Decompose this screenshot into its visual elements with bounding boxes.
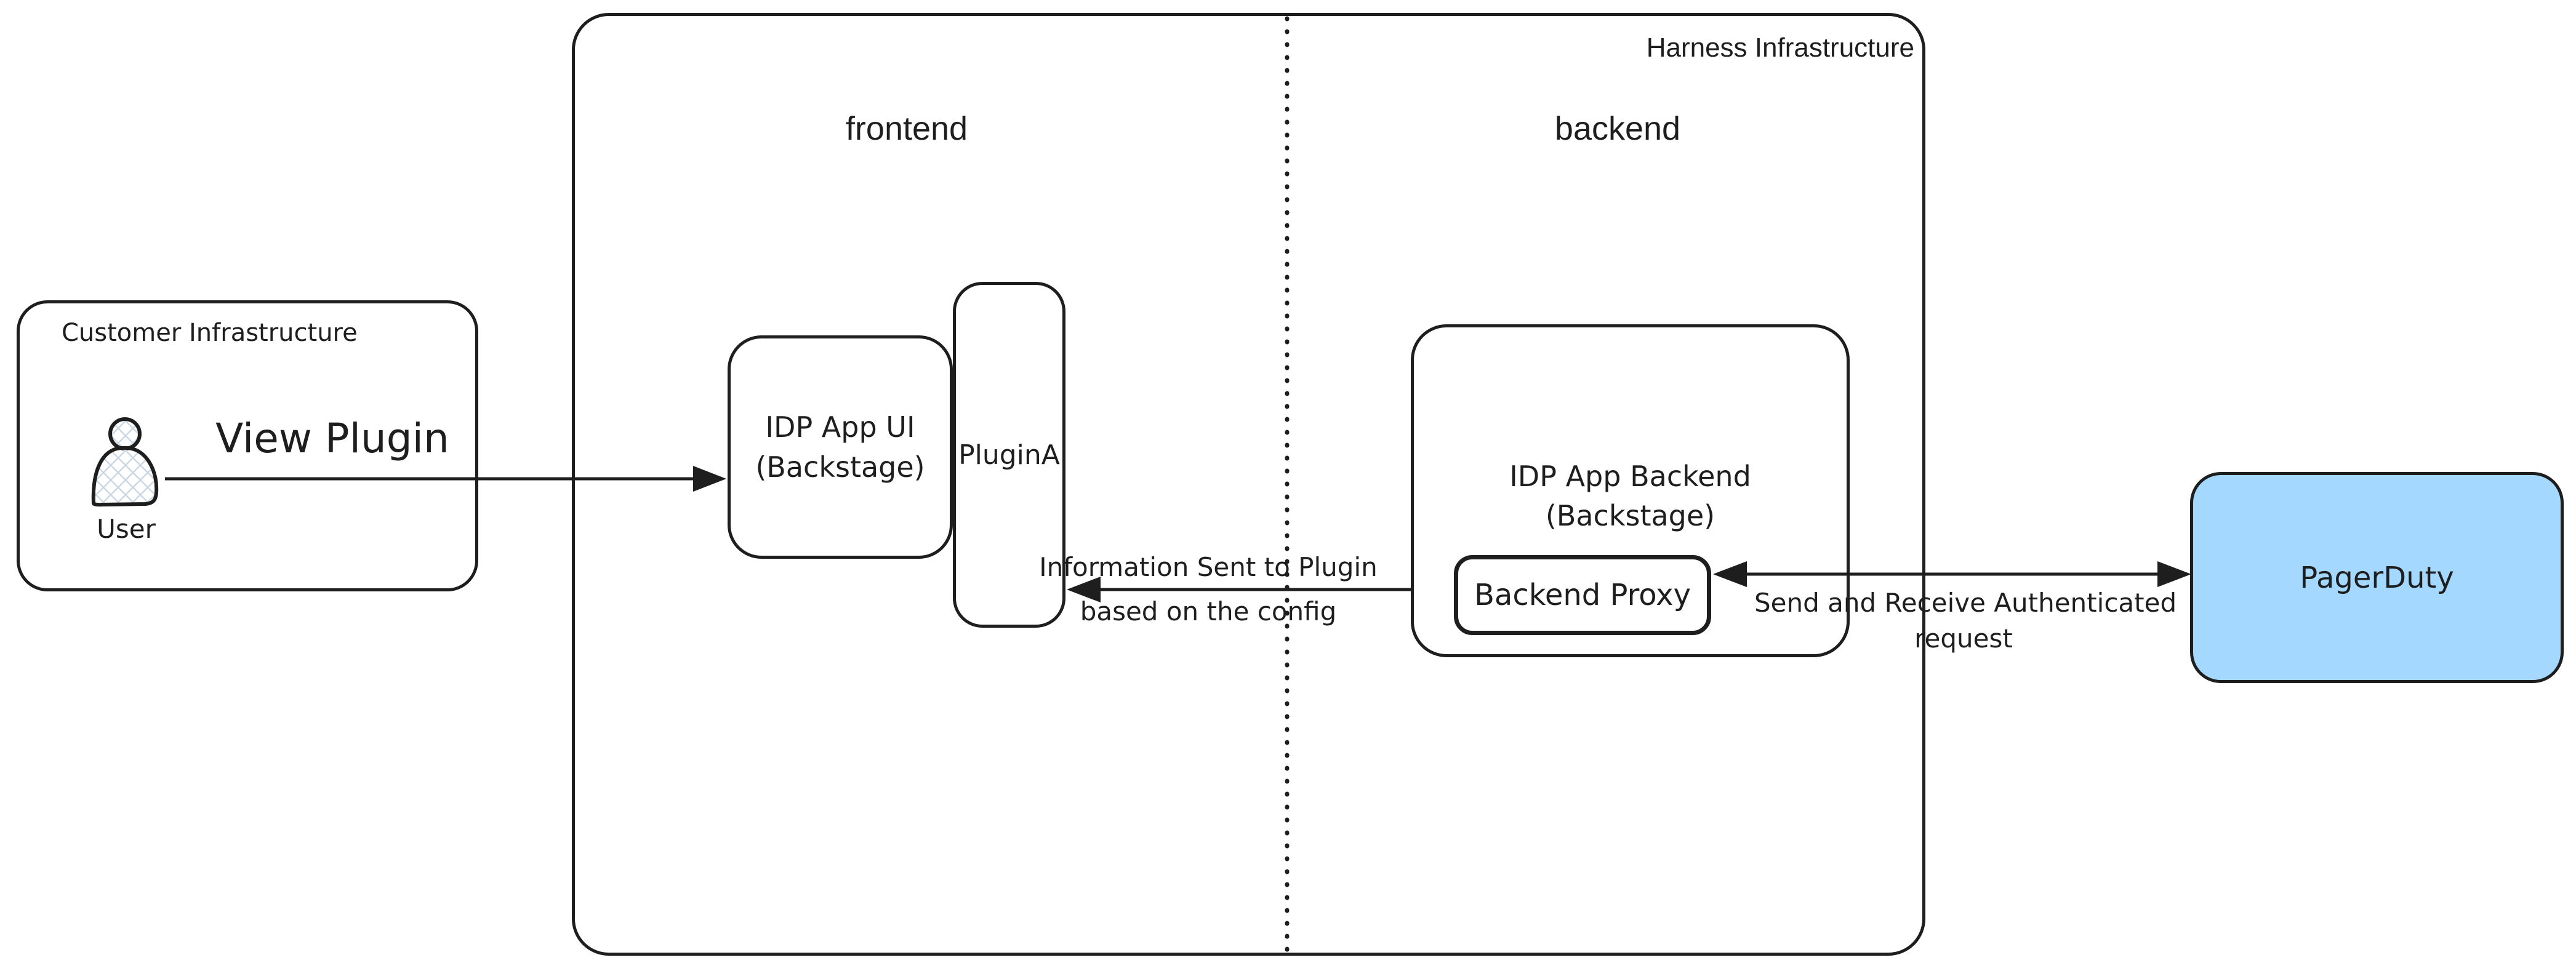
idp-app-backend-box: [1411, 324, 1850, 657]
send-receive-arrow-label-line2: request: [1914, 623, 2013, 654]
user-label: User: [97, 514, 156, 544]
customer-infrastructure-box: [17, 300, 478, 591]
frontend-section-label: frontend: [845, 110, 968, 147]
pagerduty-box: PagerDuty: [2190, 472, 2564, 683]
idp-app-ui-label: IDP App UI (Backstage): [755, 410, 925, 484]
plugin-a-label: PluginA: [958, 439, 1060, 471]
harness-infrastructure-title: Harness Infrastructure: [1646, 33, 1914, 63]
view-plugin-arrow-label: View Plugin: [215, 415, 449, 462]
idp-app-ui-box: IDP App UI (Backstage): [728, 335, 953, 559]
pagerduty-label: PagerDuty: [2300, 560, 2454, 595]
send-receive-arrow-label-line1: Send and Receive Authenticated: [1754, 588, 2177, 618]
customer-infrastructure-title: Customer Infrastructure: [62, 319, 358, 347]
info-sent-arrow-label-line1: Information Sent to Plugin: [1039, 552, 1378, 582]
harness-infrastructure-box: [572, 13, 1925, 956]
backend-section-label: backend: [1554, 110, 1681, 147]
info-sent-arrow-label-line2: based on the config: [1080, 596, 1337, 626]
backend-proxy-box: Backend Proxy: [1454, 555, 1711, 635]
idp-app-backend-label: IDP App Backend (Backstage): [1509, 460, 1751, 533]
backend-proxy-label: Backend Proxy: [1474, 578, 1691, 612]
plugin-a-box: PluginA: [953, 282, 1065, 628]
